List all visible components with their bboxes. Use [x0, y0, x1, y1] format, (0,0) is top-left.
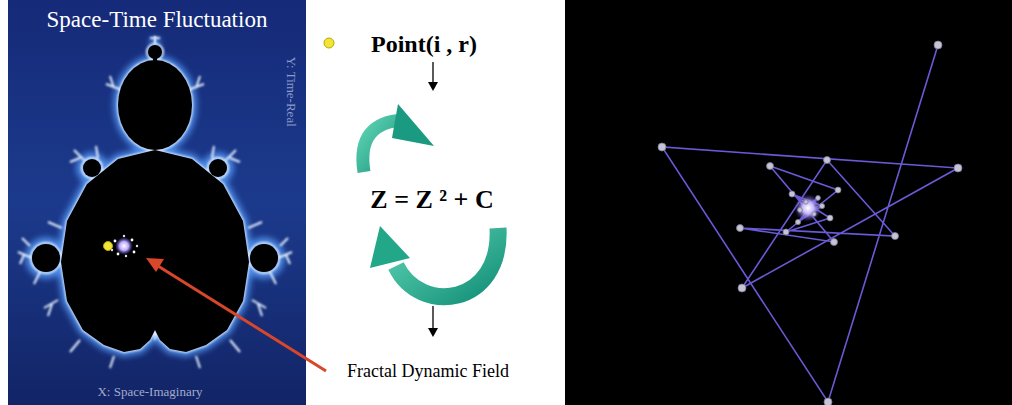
orbit-plot: [658, 41, 962, 405]
mandelbrot-set: [18, 36, 292, 368]
panel-title: Space-Time Fluctuation: [47, 6, 268, 34]
orbit-panel: [565, 0, 1012, 405]
callout-label: Fractal Dynamic Field: [347, 361, 509, 383]
formula: Z = Z ² + C: [370, 184, 493, 215]
leader-arrow: [146, 258, 326, 371]
point-label: Point(i , r): [371, 30, 477, 59]
fractal-panel: [8, 0, 306, 405]
axis-label: X: Space-Imaginary: [97, 384, 202, 400]
cycle-arrows: [363, 104, 498, 297]
axis-label: Y: Time-Real: [283, 57, 299, 127]
orbit: [104, 235, 139, 257]
point-marker: [324, 38, 334, 48]
